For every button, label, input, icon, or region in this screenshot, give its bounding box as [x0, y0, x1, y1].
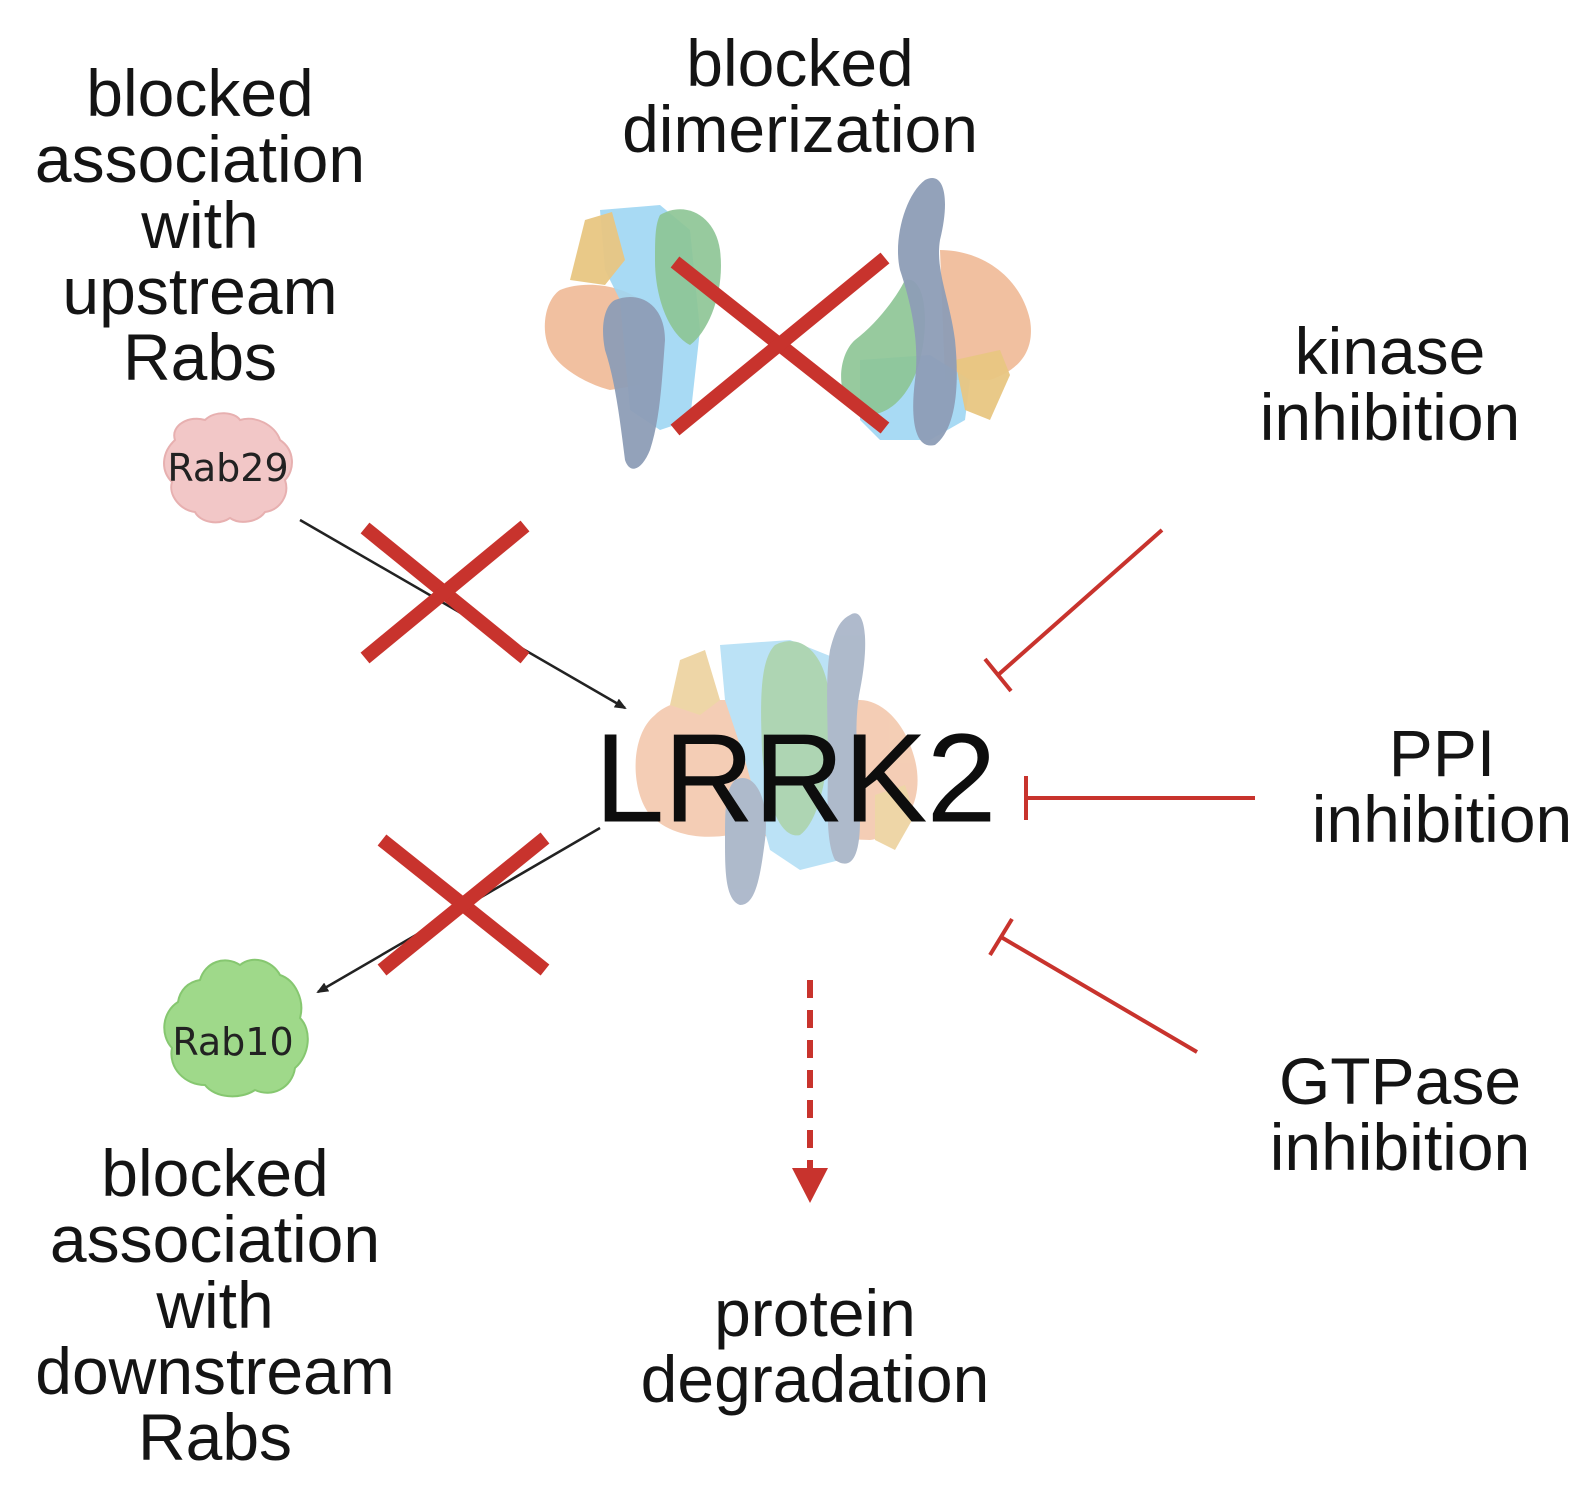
rab10-protein-illustration — [163, 958, 309, 1098]
kinase-inhibition-bar — [983, 528, 1164, 693]
downstream-label-line-4: downstream — [35, 1334, 395, 1408]
rab29-label: Rab29 — [167, 446, 289, 490]
monomer-yellow-domain — [670, 650, 720, 715]
kinase-inhibition-label: kinase inhibition — [1260, 318, 1521, 450]
downstream-association-block-cross — [377, 832, 550, 976]
degradation-label: protein degradation — [641, 1280, 990, 1412]
upstream-label-line-5: Rabs — [122, 320, 278, 394]
upstream-label-line-1: blocked — [86, 56, 314, 130]
kinase-label-line-1: kinase — [1294, 314, 1486, 388]
rab10-surface — [163, 958, 309, 1098]
ppi-inhibition-label: PPI inhibition — [1312, 720, 1573, 852]
lrrk2-monomer-illustration — [635, 613, 918, 905]
gtpase-label-line-1: GTPase — [1278, 1044, 1522, 1118]
dimerization-label-line-2: dimerization — [622, 92, 978, 166]
upstream-block-label: blocked association with upstream Rabs — [35, 60, 365, 390]
downstream-label-line-5: Rabs — [137, 1400, 293, 1474]
downstream-label-line-3: with — [156, 1268, 274, 1342]
upstream-label-line-3: with — [141, 188, 259, 262]
dimer-left-slate-domain — [603, 296, 665, 469]
gtpase-inhibition-bar — [988, 917, 1199, 1054]
gtpase-inhibition-label: GTPase inhibition — [1270, 1048, 1531, 1180]
rab29-protein-illustration — [163, 412, 293, 524]
dimer-right-yellow-domain — [955, 350, 1010, 420]
rab10-label: Rab10 — [172, 1020, 294, 1064]
dimerization-label: blocked dimerization — [622, 30, 978, 162]
rab29-surface — [163, 412, 293, 524]
lrrk2-label: LRRK2 — [594, 707, 996, 849]
dimerization-label-line-1: blocked — [686, 26, 914, 100]
gtpase-label-line-2: inhibition — [1269, 1110, 1531, 1184]
monomer-green-domain — [761, 641, 830, 836]
downstream-label-line-1: blocked — [101, 1136, 329, 1210]
upstream-label-line-4: upstream — [62, 254, 338, 328]
dimer-right-green-domain — [841, 279, 925, 415]
degradation-label-line-2: degradation — [640, 1342, 990, 1416]
monomer-yellow-domain-right — [875, 785, 915, 850]
monomer-slate-domain-right — [827, 613, 866, 864]
dimer-left-yellow-domain — [570, 212, 625, 285]
degradation-label-line-1: protein — [714, 1276, 916, 1350]
downstream-label-line-2: association — [49, 1202, 381, 1276]
ppi-inhibition-bar — [1024, 776, 1255, 820]
ppi-label-line-1: PPI — [1388, 716, 1496, 790]
upstream-association-block-cross — [360, 520, 530, 664]
monomer-slate-domain-left — [725, 778, 766, 905]
downstream-block-label: blocked association with downstream Rabs — [35, 1140, 395, 1470]
degradation-dashed-arrow — [792, 980, 828, 1203]
upstream-label-line-2: association — [34, 122, 366, 196]
ppi-label-line-2: inhibition — [1311, 782, 1573, 856]
kinase-label-line-2: inhibition — [1259, 380, 1521, 454]
dimer-right-peach-domain — [940, 250, 1031, 380]
dimer-right-slate-domain — [897, 178, 957, 446]
dimerization-block-cross — [670, 252, 890, 436]
lrrk2-dimer-illustration — [544, 178, 1031, 469]
